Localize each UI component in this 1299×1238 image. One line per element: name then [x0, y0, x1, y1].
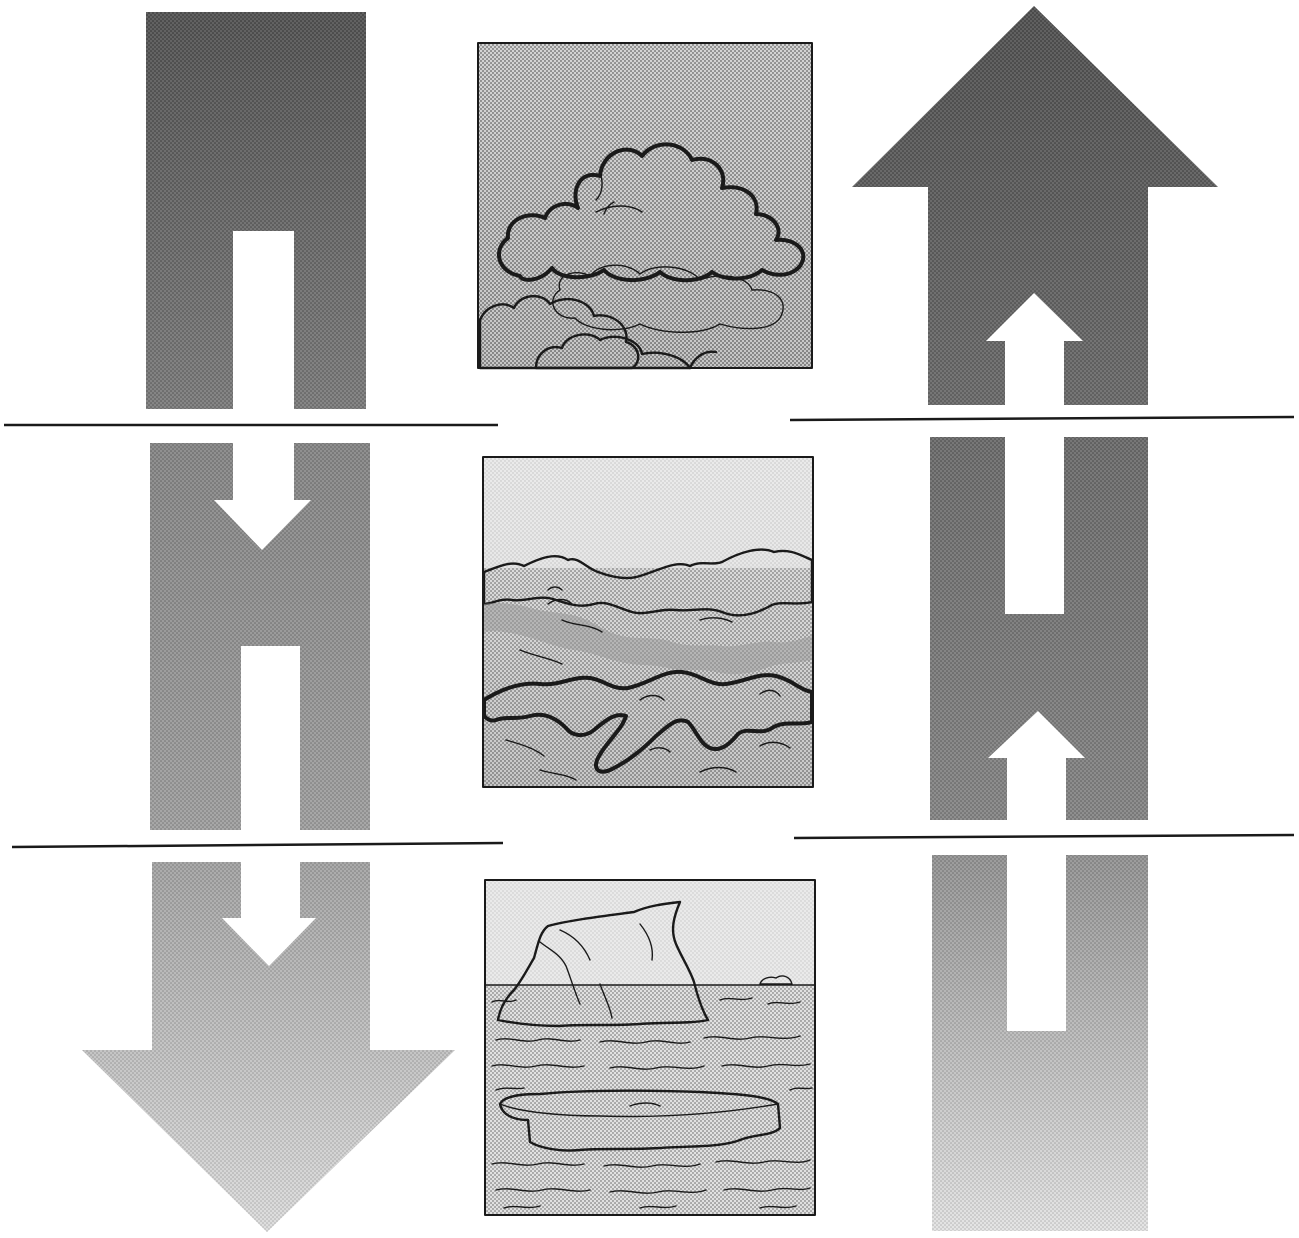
panel-ocean-waves: [483, 457, 813, 787]
left-column: [82, 12, 455, 1232]
panel-clouds: [478, 43, 812, 368]
right-column: [852, 6, 1218, 1231]
panel-icebergs: [485, 880, 815, 1215]
divider-line-upper-right: [790, 417, 1294, 420]
divider-line-lower-right: [794, 835, 1294, 838]
